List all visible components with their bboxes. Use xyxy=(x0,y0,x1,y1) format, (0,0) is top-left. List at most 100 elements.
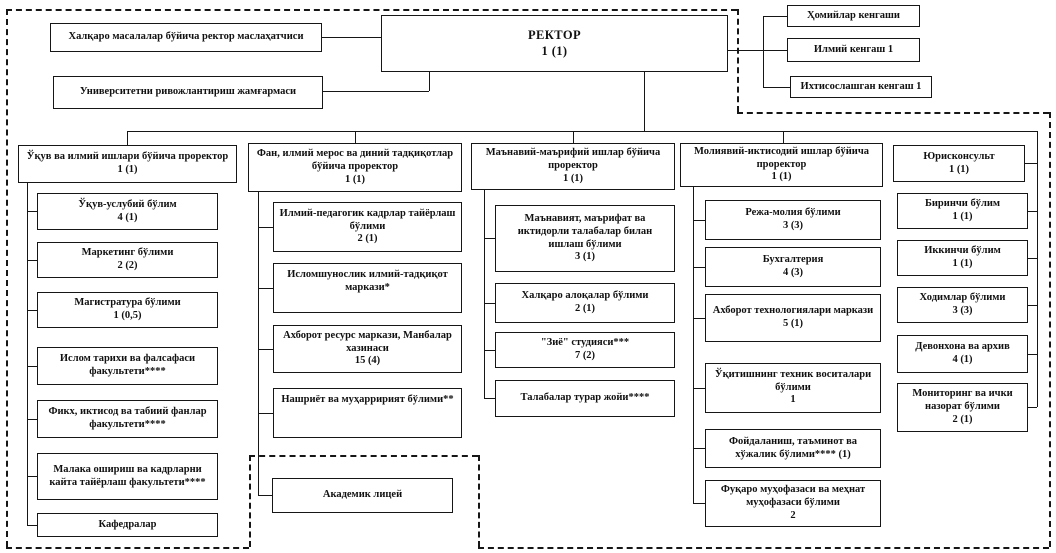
connector-line xyxy=(693,388,705,389)
box-label: Исломшунослик илмий-тадқиқот маркази* xyxy=(287,269,448,293)
connector-line xyxy=(693,187,694,503)
connector-line xyxy=(258,288,273,289)
dashed-boundary-upper-right xyxy=(737,112,1049,114)
box-staff-count: 1 (1) xyxy=(562,172,584,184)
connector-line xyxy=(644,72,645,131)
box-staff-count: 4 (1) xyxy=(117,211,138,223)
box-staff-count: 15 (4) xyxy=(354,355,381,367)
connector-line xyxy=(127,131,128,145)
dashed-boundary-bottom-right xyxy=(478,547,1049,549)
box-label: Молиявий-иктисодий ишлар бўйича проректо… xyxy=(693,145,869,170)
box-label: РЕКТОР xyxy=(528,28,581,43)
box-monitoring-dept: Мониторинг ва ички назорат бўлими 2 (1) xyxy=(897,383,1028,432)
box-marketing-dept: Маркетинг бўлими 2 (2) xyxy=(37,242,218,278)
connector-line xyxy=(322,37,381,38)
connector-line xyxy=(484,190,485,398)
connector-line xyxy=(27,211,37,212)
connector-line xyxy=(258,413,273,414)
box-label: Малака ошириш ва кадрларни кайта тайёрла… xyxy=(49,463,206,488)
connector-line xyxy=(763,16,764,87)
box-departments: Кафедралар xyxy=(37,513,218,537)
box-label: Ахборот ресурс маркази, Манбалар хазинас… xyxy=(283,329,452,354)
connector-line xyxy=(27,476,37,477)
box-label: Магистратура бўлими xyxy=(74,297,181,309)
box-publishing-dept: Нашриёт ва муҳарририят бўлими** xyxy=(273,388,462,438)
box-label: Ўқув-услубий бўлим xyxy=(78,198,177,210)
box-staff-count: 4 (1) xyxy=(952,354,973,365)
box-label: Бухгалтерия xyxy=(762,254,824,266)
box-staff-count: 1 (1) xyxy=(948,163,970,175)
connector-line xyxy=(27,260,37,261)
box-international-relations-dept: Халқаро алоқалар бўлими 2 (1) xyxy=(495,283,675,323)
box-civil-protection-dept: Фуқаро муҳофазаси ва меҳнат муҳофазаси б… xyxy=(705,480,881,527)
connector-line xyxy=(1037,131,1038,407)
connector-line xyxy=(258,349,273,350)
connector-line xyxy=(783,131,784,143)
box-staff-count: 2 xyxy=(790,509,796,521)
connector-line xyxy=(258,192,259,495)
box-label: Девонхона ва архив xyxy=(915,341,1010,353)
box-staff-count: 2 (1) xyxy=(574,303,596,314)
box-label: Фуқаро муҳофазаси ва меҳнат муҳофазаси б… xyxy=(720,484,866,509)
connector-line xyxy=(728,50,763,51)
box-prorector-financial: Молиявий-иктисодий ишлар бўйича проректо… xyxy=(680,143,883,187)
box-staff-count: 2 (2) xyxy=(117,260,138,271)
box-label: Ўқитишнинг техник воситалари бўлими xyxy=(714,368,872,393)
box-label: Халқаро масалалар бўйича ректор маслаҳат… xyxy=(68,31,304,43)
connector-line xyxy=(27,419,37,420)
dashed-boundary-notch-left xyxy=(249,455,251,547)
box-second-dept: Иккинчи бўлим 1 (1) xyxy=(897,240,1028,276)
box-staff-count: 1 (0,5) xyxy=(113,310,142,321)
box-staff-count: 1 (1) xyxy=(952,211,973,222)
box-label: Иккинчи бўлим xyxy=(924,245,1001,257)
box-label: Маънавият, маърифат ва иктидорли талабал… xyxy=(517,212,653,250)
box-maintenance-dept: Фойдаланиш, таъминот ва хўжалик бўлими**… xyxy=(705,429,881,468)
box-label: Мониторинг ва ички назорат бўлими xyxy=(912,388,1013,413)
box-legal-counsel: Юрисконсульт 1 (1) xyxy=(893,145,1025,182)
connector-line xyxy=(27,525,37,526)
box-label: Академик лицей xyxy=(322,489,403,501)
connector-line xyxy=(323,91,429,92)
box-label: Режа-молия бўлими xyxy=(745,207,841,219)
box-staff-count: 2 (1) xyxy=(357,233,378,245)
box-label: Ҳомийлар кенгаши xyxy=(807,9,900,21)
connector-line xyxy=(355,131,356,143)
box-prorector-spiritual: Маънавий-маърифий ишлар бўйича проректор… xyxy=(471,143,675,190)
box-staff-count: 1 (1) xyxy=(117,164,138,175)
box-label: Ихтисослашган кенгаш 1 xyxy=(800,80,922,92)
box-staff-count: 1 (1) xyxy=(344,173,366,185)
box-prorector-academic: Ўқув ва илмий ишлари бўйича проректор 1 … xyxy=(18,145,237,183)
box-label: Фан, илмий мерос ва диний тадқиқотлар бў… xyxy=(256,148,454,173)
dashed-boundary-notch-right xyxy=(478,455,480,547)
box-label: Ўқув ва илмий ишлари бўйича проректор xyxy=(26,151,229,163)
box-label: Юрисконсульт xyxy=(923,150,995,162)
connector-line xyxy=(1028,354,1037,355)
box-staff-count: 1 (1) xyxy=(541,43,568,58)
box-label: Халқаро алоқалар бўлими xyxy=(521,290,649,302)
box-rector-advisor: Халқаро масалалар бўйича ректор маслаҳат… xyxy=(50,23,322,52)
dashed-boundary-right xyxy=(1049,112,1051,547)
box-label: Ходимлар бўлими xyxy=(919,292,1006,304)
box-staff-count: 1 xyxy=(790,394,796,406)
connector-line xyxy=(693,220,705,221)
box-label: Университетни ривожлантириш жамғармаси xyxy=(79,86,297,98)
connector-line xyxy=(484,398,495,399)
box-spirituality-dept: Маънавият, маърифат ва иктидорли талабал… xyxy=(495,205,675,272)
connector-line xyxy=(27,183,28,525)
connector-line xyxy=(27,310,37,311)
box-label: Талабалар турар жойи**** xyxy=(520,392,650,404)
box-staff-count: 5 (1) xyxy=(782,318,804,329)
box-staff-count: 7 (2) xyxy=(574,350,596,361)
connector-line xyxy=(1028,407,1037,408)
connector-line xyxy=(27,366,37,367)
box-islamic-studies-center: Исломшунослик илмий-тадқиқот маркази* xyxy=(273,263,462,313)
connector-line xyxy=(693,503,705,504)
box-pedagogical-staff-dept: Илмий-педагогик кадрлар тайёрлаш бўлими … xyxy=(273,202,462,252)
box-specialized-council: Ихтисослашган кенгаш 1 xyxy=(790,76,932,98)
connector-line xyxy=(573,131,574,143)
connector-line xyxy=(484,303,495,304)
dashed-boundary-top xyxy=(6,9,737,11)
connector-line xyxy=(693,318,705,319)
box-label: Ахборот технологиялари маркази xyxy=(712,305,874,317)
